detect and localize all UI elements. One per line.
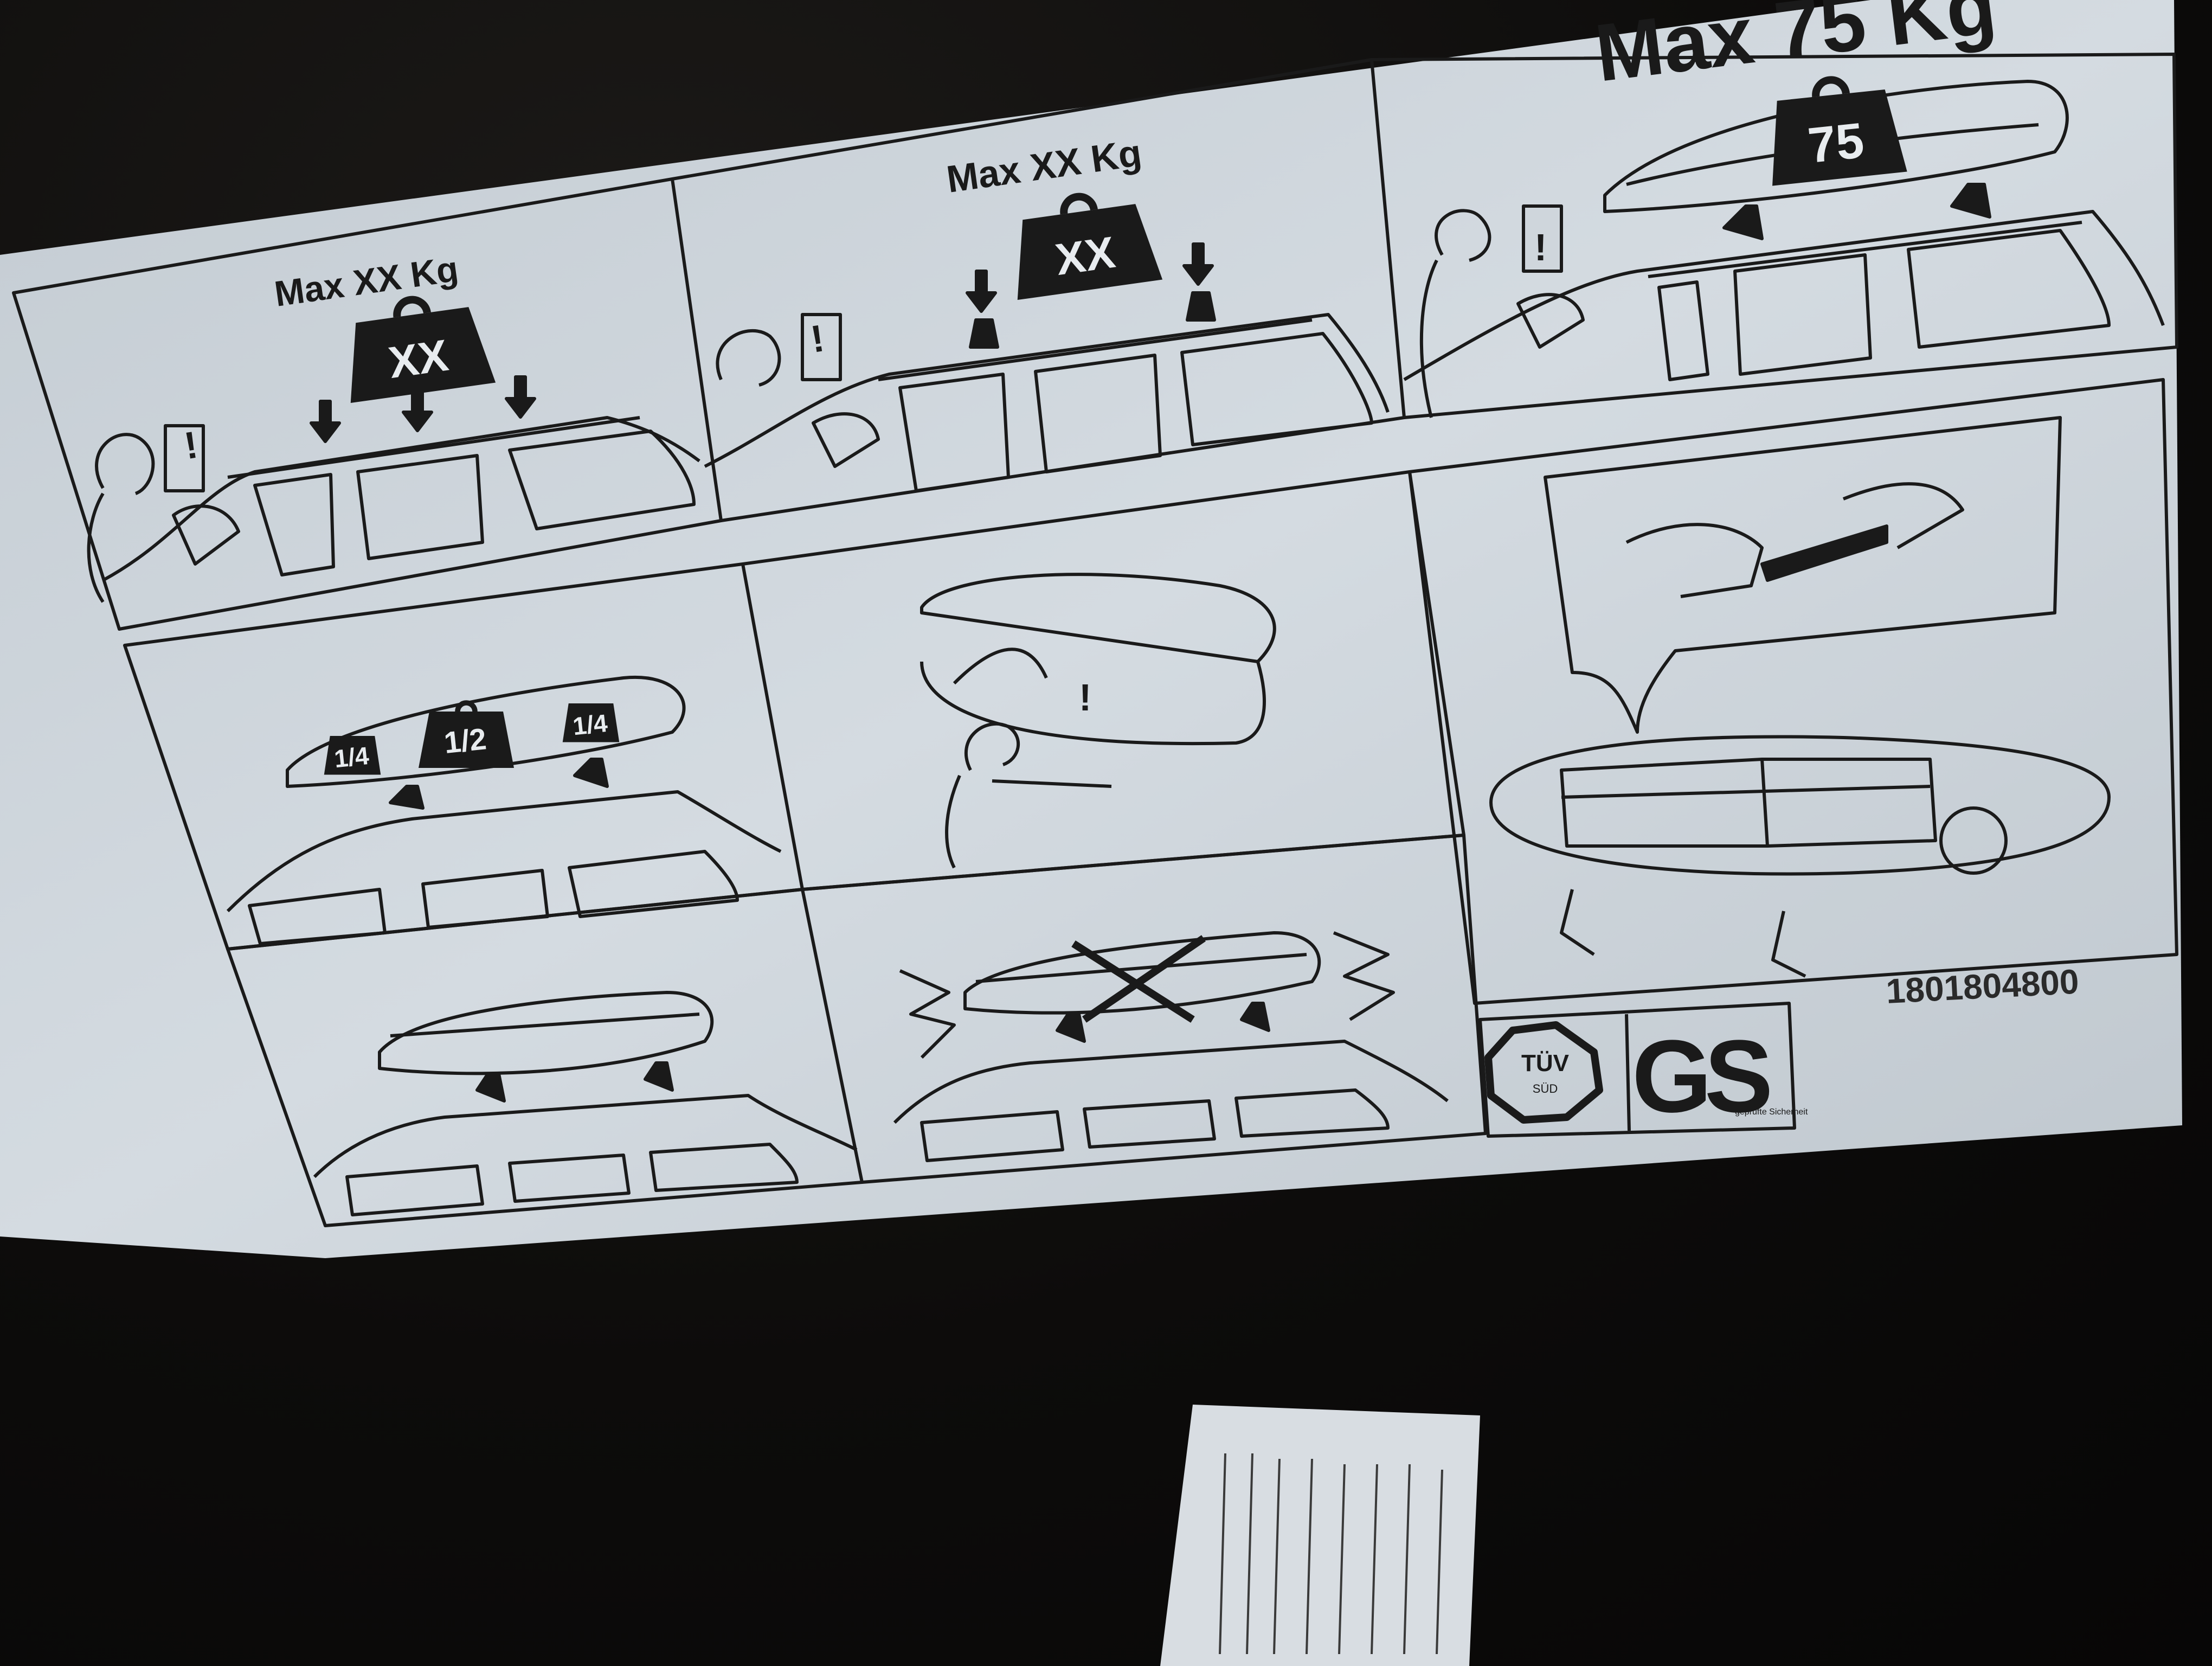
panel-overload-prohibited bbox=[802, 834, 1487, 1184]
gs-mark: GS bbox=[1632, 1019, 1770, 1134]
warning-mark-4: ! bbox=[1079, 676, 1091, 719]
weight-icon-top-left: XX bbox=[350, 296, 496, 403]
warning-mark-3: ! bbox=[1534, 226, 1547, 268]
certification-marks bbox=[1478, 1002, 1796, 1138]
weight-label-top-left: XX bbox=[385, 331, 451, 388]
tuv-sub: SÜD bbox=[1533, 1082, 1558, 1095]
label-body bbox=[0, 0, 2182, 1258]
load-label-center: 1/2 bbox=[442, 721, 488, 760]
weight-quarter-left bbox=[324, 736, 381, 775]
tuv-mark: TÜV bbox=[1521, 1050, 1570, 1077]
load-label-left: 1/4 bbox=[333, 741, 370, 773]
load-label-right: 1/4 bbox=[571, 709, 609, 740]
weight-quarter-right bbox=[562, 703, 620, 742]
weight-icon-top-middle: XX bbox=[1017, 193, 1163, 300]
panel-top-middle bbox=[672, 58, 1406, 522]
small-sticker bbox=[1160, 1405, 1480, 1666]
gs-subtext: geprüfte Sicherheit bbox=[1735, 1107, 1808, 1117]
panel-interior-strap bbox=[1408, 378, 2178, 1005]
weight-half-center bbox=[419, 700, 514, 768]
weight-label-top-right: 75 bbox=[1805, 113, 1866, 174]
weight-icon-top-right: 75 bbox=[1772, 76, 1907, 186]
weight-label-top-middle: XX bbox=[1052, 228, 1118, 285]
